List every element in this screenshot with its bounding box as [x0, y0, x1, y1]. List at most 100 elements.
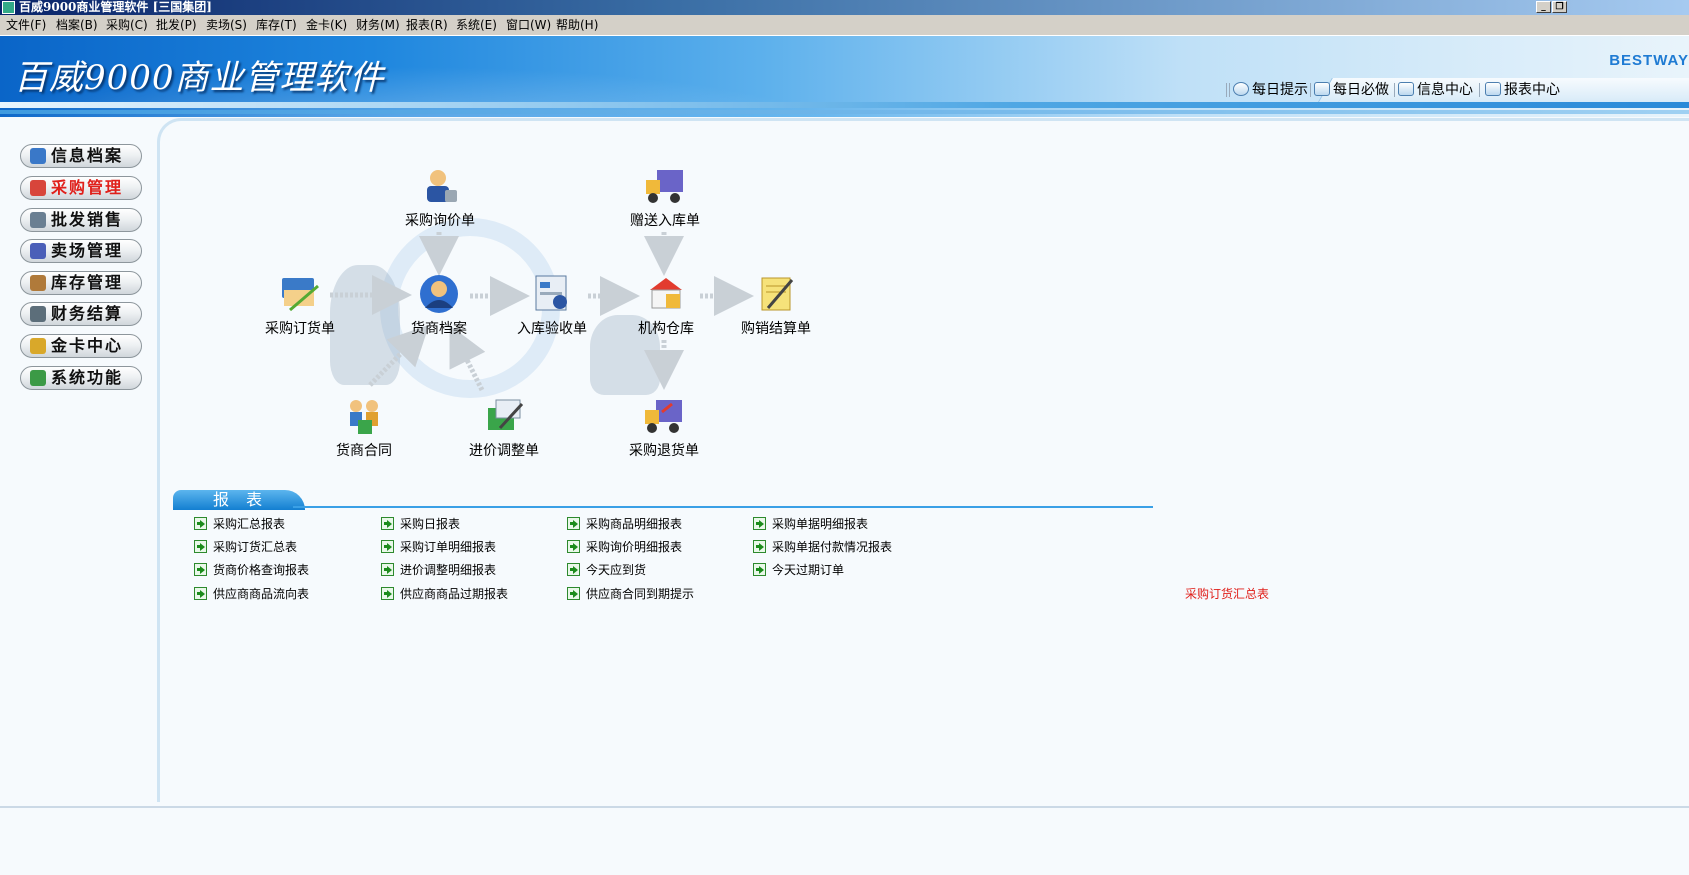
flow-purchase-settlement[interactable]: 购销结算单 [726, 272, 826, 338]
arrow-right-icon [381, 517, 394, 530]
minimize-button[interactable]: _ [1536, 1, 1551, 13]
report-link[interactable]: 采购单据明细报表 [753, 516, 868, 532]
highlighted-report-link[interactable]: 采购订货汇总表 [1185, 587, 1270, 601]
nav-gold-card-center[interactable]: 金卡中心 [20, 334, 142, 358]
arrow-right-icon [194, 517, 207, 530]
nav-purchase-management[interactable]: 采购管理 [20, 176, 142, 200]
arrow-right-icon [194, 587, 207, 600]
report-link[interactable]: 进价调整明细报表 [381, 562, 496, 578]
nav-wholesale-sales[interactable]: 批发销售 [20, 208, 142, 232]
report-link[interactable]: 供应商合同到期提示 [567, 586, 694, 602]
report-link[interactable]: 采购商品明细报表 [567, 516, 682, 532]
reports-section-header: 报 表 [173, 490, 1153, 512]
menu-file[interactable]: 文件(F) [6, 18, 47, 32]
flow-stock-in-inspection[interactable]: 入库验收单 [502, 272, 602, 338]
arrow-right-icon [567, 587, 580, 600]
report-link[interactable]: 采购汇总报表 [194, 516, 285, 532]
menu-purchase[interactable]: 采购(C) [106, 18, 148, 32]
quick-link-label: 信息中心 [1417, 82, 1473, 98]
app-icon [2, 1, 15, 14]
report-label: 采购汇总报表 [213, 517, 286, 531]
flow-org-warehouse[interactable]: 机构仓库 [616, 272, 716, 338]
inquiry-icon [427, 170, 457, 202]
report-label: 货商价格查询报表 [213, 563, 310, 577]
report-link[interactable]: 采购询价明细报表 [567, 539, 682, 555]
report-label: 进价调整明细报表 [400, 563, 497, 577]
report-label: 采购订货汇总表 [213, 540, 298, 554]
report-label: 供应商合同到期提示 [586, 587, 695, 601]
quick-link-label: 每日提示 [1252, 82, 1308, 98]
system-icon [30, 370, 46, 386]
reports-tab: 报 表 [173, 490, 305, 510]
nav-inventory-management[interactable]: 库存管理 [20, 271, 142, 295]
report-link[interactable]: 供应商商品过期报表 [381, 586, 508, 602]
flow-label: 采购询价单 [405, 213, 475, 229]
menu-wholesale[interactable]: 批发(P) [156, 18, 197, 32]
info-network-icon [1398, 82, 1414, 96]
quick-links-grip [1226, 83, 1227, 97]
flow-label: 货商合同 [336, 443, 392, 459]
nav-info-archive[interactable]: 信息档案 [20, 144, 142, 168]
order-form-icon [282, 278, 319, 312]
arrow-right-icon [567, 517, 580, 530]
bottom-divider [0, 806, 1689, 808]
return-truck-icon [645, 400, 682, 433]
report-link[interactable]: 采购单据付款情况报表 [753, 539, 892, 555]
menu-help[interactable]: 帮助(H) [556, 18, 599, 32]
nav-label: 采购管理 [51, 178, 124, 197]
quick-links-grip [1229, 83, 1230, 97]
window-title: 百威9000商业管理软件 [三国集团] [19, 0, 212, 14]
contract-icon [350, 400, 378, 434]
report-link[interactable]: 供应商商品流向表 [194, 586, 309, 602]
quick-link-info-center[interactable]: 信息中心 [1398, 80, 1473, 100]
warehouse-icon [30, 275, 46, 291]
brand-logo: BESTWAY [1609, 52, 1689, 69]
menu-bar: 文件(F) 档案(B) 采购(C) 批发(P) 卖场(S) 库存(T) 金卡(K… [0, 15, 1689, 36]
info-archive-icon [30, 148, 46, 164]
menu-reports[interactable]: 报表(R) [406, 18, 448, 32]
reports-divider [293, 506, 1153, 508]
flow-label: 采购退货单 [629, 443, 699, 459]
quick-link-label: 报表中心 [1504, 82, 1560, 98]
menu-gold-card[interactable]: 金卡(K) [306, 18, 348, 32]
flow-purchase-order[interactable]: 采购订货单 [250, 272, 350, 338]
report-link[interactable]: 今天过期订单 [753, 562, 844, 578]
menu-finance[interactable]: 财务(M) [356, 18, 400, 32]
flow-label: 赠送入库单 [630, 213, 700, 229]
report-label: 采购询价明细报表 [586, 540, 683, 554]
quick-link-label: 每日必做 [1333, 82, 1389, 98]
flow-supplier-archive[interactable]: 货商档案 [389, 272, 489, 338]
report-label: 采购日报表 [400, 517, 461, 531]
report-link[interactable]: 采购订单明细报表 [381, 539, 496, 555]
nav-label: 财务结算 [51, 304, 124, 323]
report-link[interactable]: 采购日报表 [381, 516, 460, 532]
menu-window[interactable]: 窗口(W) [506, 18, 552, 32]
restore-button[interactable]: ❐ [1552, 1, 1567, 13]
menu-archive[interactable]: 档案(B) [56, 18, 98, 32]
flow-gift-stock-in[interactable]: 赠送入库单 [615, 164, 715, 230]
nav-system-functions[interactable]: 系统功能 [20, 366, 142, 390]
quick-link-daily-todo[interactable]: 每日必做 [1314, 80, 1389, 100]
quick-link-daily-tips[interactable]: 每日提示 [1233, 80, 1308, 100]
banner-stripe-lower [0, 110, 1689, 114]
report-link[interactable]: 采购订货汇总表 [194, 539, 297, 555]
flow-purchase-inquiry[interactable]: 采购询价单 [390, 164, 490, 230]
quick-link-report-center[interactable]: 报表中心 [1485, 80, 1560, 100]
flow-purchase-return[interactable]: 采购退货单 [614, 394, 714, 460]
arrow-right-icon [753, 563, 766, 576]
menu-store[interactable]: 卖场(S) [206, 18, 247, 32]
flow-supplier-contract[interactable]: 货商合同 [314, 394, 414, 460]
quick-link-separator [1310, 83, 1311, 97]
flow-label: 机构仓库 [638, 321, 694, 337]
flow-price-adjustment[interactable]: 进价调整单 [454, 394, 554, 460]
main-content-panel [157, 118, 1689, 802]
nav-store-management[interactable]: 卖场管理 [20, 239, 142, 263]
nav-label: 信息档案 [51, 146, 124, 165]
menu-system[interactable]: 系统(E) [456, 18, 497, 32]
nav-finance-settlement[interactable]: 财务结算 [20, 302, 142, 326]
quick-link-separator [1479, 83, 1480, 97]
menu-inventory[interactable]: 库存(T) [256, 18, 297, 32]
report-link[interactable]: 今天应到货 [567, 562, 646, 578]
report-icon [1485, 82, 1501, 96]
report-link[interactable]: 货商价格查询报表 [194, 562, 309, 578]
